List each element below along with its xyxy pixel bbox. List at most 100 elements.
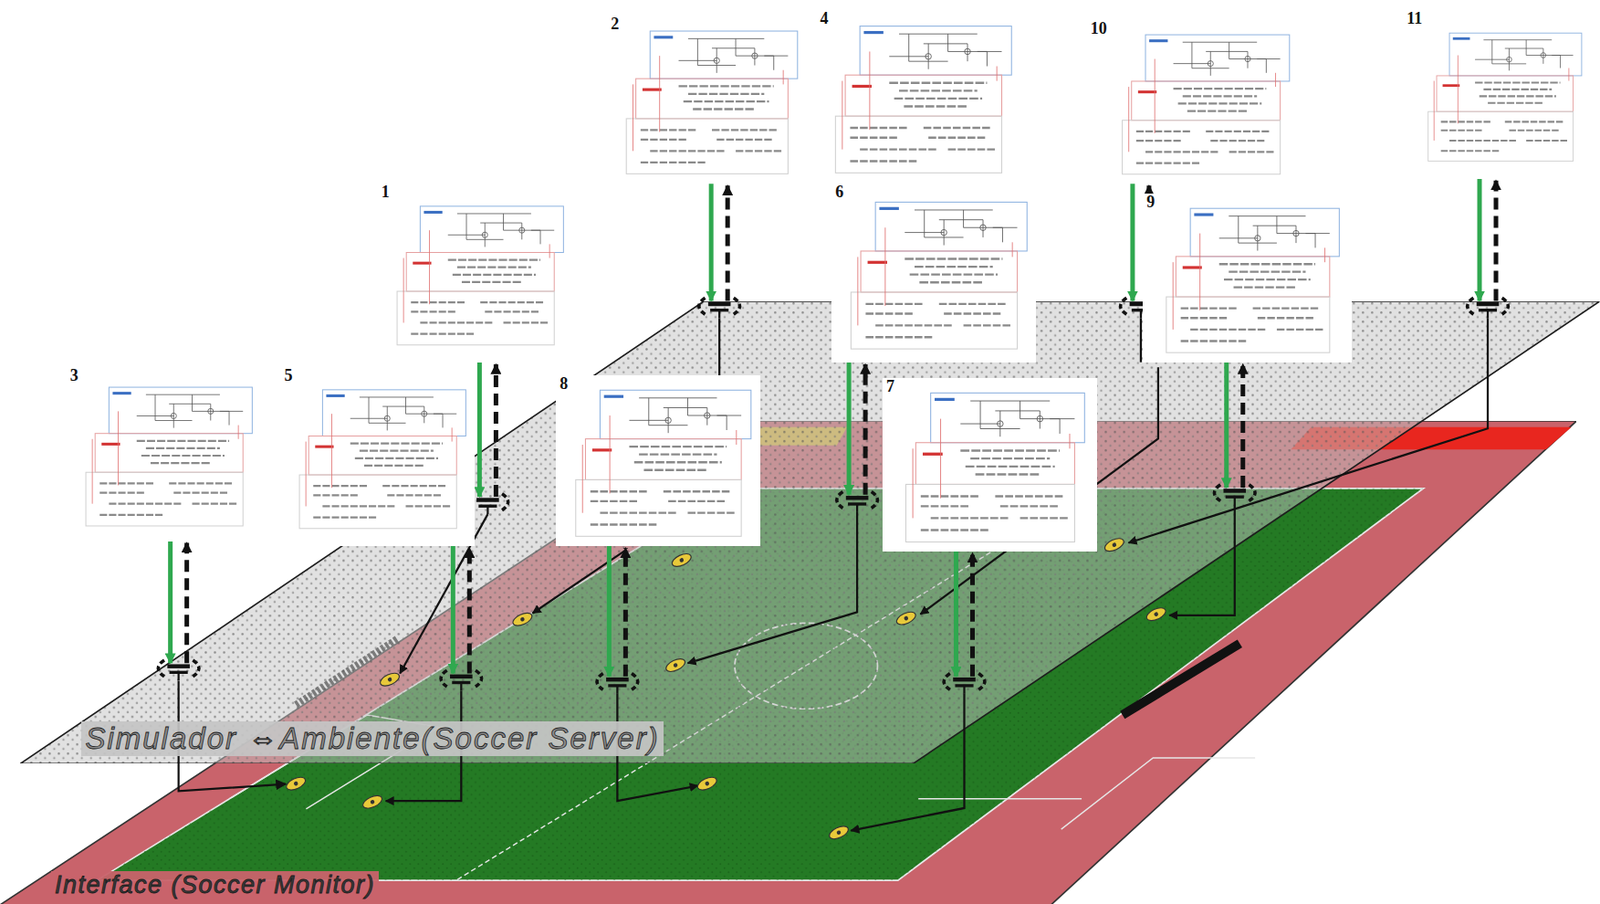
agent-number: 10 [1090,20,1108,39]
message-connector [711,183,728,301]
action-arrow [847,362,852,495]
perception-arrow [184,543,189,664]
agent-panel: 1 [377,183,572,363]
layer-sketch [85,387,252,527]
agent-architecture [897,388,1094,548]
agent-number: 2 [610,15,619,34]
agent-panel: 7 [882,377,1098,552]
perception-arrow [623,547,628,677]
perception-arrow [1494,180,1499,302]
agent-number: 7 [886,377,895,397]
dock-symbol [1213,484,1255,505]
perception-arrow [970,553,975,677]
agent-number: 6 [835,183,844,202]
agent-architecture [830,20,1017,180]
message-connector [452,545,470,673]
player-link [1169,504,1235,616]
perception-arrow [725,185,731,301]
dock-symbol [157,659,199,680]
message-connector [848,362,866,495]
message-connector [955,551,973,677]
agent-number: 4 [819,10,828,29]
message-connector [1226,362,1244,488]
layer-sketch [1166,209,1340,354]
layer-sketch [1121,34,1289,175]
player-icon [378,669,402,689]
message-connector [170,541,188,664]
action-arrow [450,545,456,673]
agent-architecture [392,194,568,359]
action-arrow [167,541,173,664]
player-icon [1102,535,1126,555]
perception-arrow [863,364,868,495]
agent-number: 9 [1146,193,1155,212]
layer-sketch [836,26,1013,174]
agent-number: 8 [559,375,568,394]
players [284,535,1168,842]
player-icon [361,792,385,811]
plane-title: Simulador ⇔Ambiente(Soccer Server) [81,721,663,756]
player-link [718,318,721,377]
agent-architecture [621,26,803,180]
player-link [850,693,964,831]
layer-sketch [397,206,564,346]
agent-architecture [1157,204,1349,358]
dock-symbol [836,491,879,513]
player-link [1139,318,1142,363]
player-icon [826,823,850,842]
perception-arrow [1240,364,1245,488]
player-icon [511,609,534,628]
layer-sketch [626,31,798,174]
agent-panel: 3 [66,366,261,541]
agent-number: 3 [70,366,79,386]
layer-sketch [300,389,467,529]
layer-sketch [851,202,1028,350]
message-connector [178,680,286,792]
agent-architecture [1423,20,1587,175]
layer-sketch [1428,32,1582,161]
agent-architecture [570,386,757,543]
action-arrow [606,545,612,677]
dock-symbol [596,672,638,693]
agent-panel: 9 [1142,193,1352,362]
agent-panel: 8 [555,375,761,546]
message-connector [608,545,626,677]
message-connector [479,362,496,497]
player-icon [1144,605,1168,624]
agent-panel: 10 [1087,20,1307,184]
agent-architecture [81,377,257,537]
plane-shape [20,301,1600,764]
player-links [386,318,1488,831]
perception-arrow [493,364,499,497]
dock-symbol [699,297,741,318]
dock-symbol [440,669,482,691]
display-link [178,680,286,792]
action-arrow [477,362,482,497]
player-icon [664,656,688,675]
player-icon [669,551,693,570]
layer-sketch [906,392,1086,542]
dock-symbol [1467,297,1509,318]
message-connector [1479,178,1496,302]
player-icon [894,608,918,628]
player-link [386,690,462,801]
action-arrow [709,183,714,301]
agent-panel: 6 [831,183,1036,363]
perception-arrow [467,547,472,673]
action-arrow [1477,178,1483,302]
player-icon [284,773,308,793]
layer-sketch [575,390,752,537]
agent-panel: 4 [815,10,1021,184]
player-icon [695,773,719,793]
agent-architecture [1108,31,1303,180]
action-arrow [953,551,959,677]
agent-number: 1 [381,183,390,202]
agent-architecture [294,377,471,543]
agent-panel: 5 [280,366,474,546]
action-arrow [1223,362,1229,488]
plane-title: Interface (Soccer Monitor) [51,870,379,900]
dock-symbol [943,672,985,693]
agent-architecture [846,194,1033,359]
